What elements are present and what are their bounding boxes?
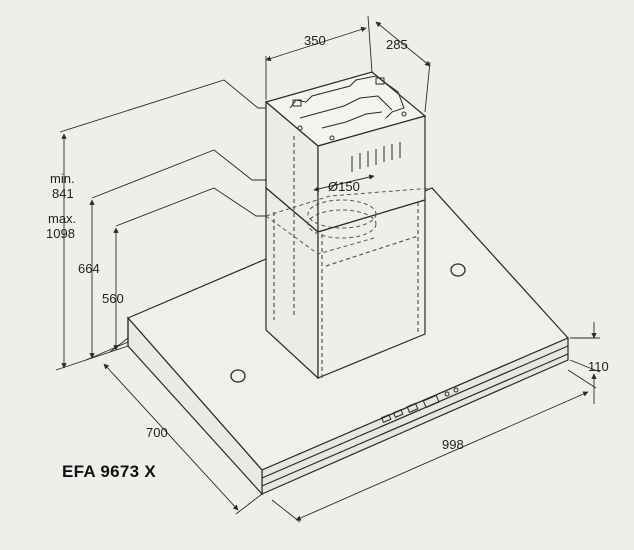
dim-285: 285 bbox=[386, 37, 408, 52]
dim-998: 998 bbox=[442, 437, 464, 452]
dim-110: 110 bbox=[588, 359, 609, 374]
chimney-lower bbox=[265, 136, 426, 380]
dim-560: 560 bbox=[102, 291, 124, 306]
chimney-upper bbox=[264, 71, 427, 234]
dim-diameter-150: Ø150 bbox=[328, 179, 360, 194]
dim-min-label: min. bbox=[50, 171, 75, 186]
model-name: EFA 9673 X bbox=[62, 462, 157, 481]
dim-700: 700 bbox=[146, 425, 168, 440]
dim-max-label: max. bbox=[48, 211, 77, 226]
hidden-duct bbox=[265, 187, 433, 255]
dim-min-841: 841 bbox=[52, 186, 74, 201]
dim-350: 350 bbox=[304, 33, 326, 48]
vent-grille bbox=[351, 142, 401, 172]
dimension-lines bbox=[55, 15, 601, 523]
dim-max-1098: 1098 bbox=[46, 226, 75, 241]
dim-664: 664 bbox=[78, 261, 100, 276]
mounting-bracket bbox=[289, 75, 407, 141]
